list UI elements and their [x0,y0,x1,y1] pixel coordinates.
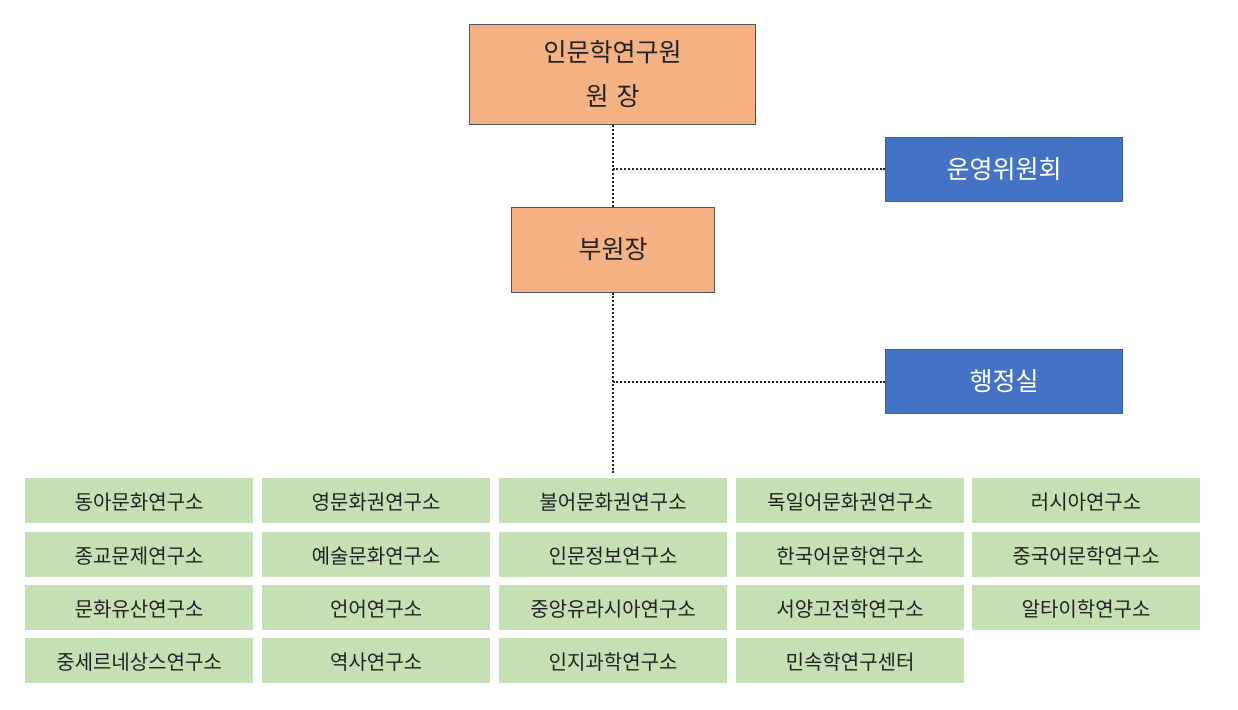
institute-label: 불어문화권연구소 [539,490,687,514]
institute-label: 동아문화연구소 [74,490,204,514]
institute-label: 러시아연구소 [1030,490,1142,514]
vice-director-box[interactable]: 부원장 [511,207,715,293]
institute-label: 예술문화연구소 [311,544,441,568]
institute-label: 종교문제연구소 [74,544,204,568]
institute-box[interactable]: 종교문제연구소 [25,532,253,577]
institute-box[interactable]: 중세르네상스연구소 [25,638,253,683]
institute-label: 역사연구소 [330,650,422,674]
institute-box[interactable]: 예술문화연구소 [262,532,490,577]
institute-label: 서양고전학연구소 [776,597,924,621]
institute-box[interactable]: 알타이학연구소 [972,585,1200,630]
institute-label: 독일어문화권연구소 [767,490,933,514]
institute-box[interactable]: 문화유산연구소 [25,585,253,630]
institute-label: 영문화권연구소 [311,490,441,514]
institute-box[interactable]: 인문정보연구소 [499,532,727,577]
vice-to-institutes-connector [612,293,614,473]
institute-box[interactable]: 영문화권연구소 [262,478,490,523]
institute-box[interactable]: 인지과학연구소 [499,638,727,683]
institute-label: 한국어문학연구소 [776,544,924,568]
admin-office-connector [613,381,885,383]
institute-box[interactable]: 중앙유라시아연구소 [499,585,727,630]
institute-box[interactable]: 중국어문학연구소 [972,532,1200,577]
institute-box[interactable]: 역사연구소 [262,638,490,683]
institute-label: 중국어문학연구소 [1012,544,1160,568]
admin-office-label: 행정실 [969,366,1039,396]
institute-label: 중세르네상스연구소 [56,650,222,674]
vice-director-label: 부원장 [578,235,648,264]
institute-label: 언어연구소 [330,597,422,621]
director-to-vice-connector [612,125,614,207]
admin-office-box[interactable]: 행정실 [885,349,1123,414]
institute-box[interactable]: 독일어문화권연구소 [736,478,964,523]
institute-box[interactable]: 서양고전학연구소 [736,585,964,630]
director-box[interactable]: 인문학연구원 원 장 [469,24,756,125]
institute-label: 민속학연구센터 [785,650,915,674]
institute-box[interactable]: 민속학연구센터 [736,638,964,683]
institute-box[interactable]: 언어연구소 [262,585,490,630]
institute-label: 중앙유라시아연구소 [530,597,696,621]
institute-box[interactable]: 동아문화연구소 [25,478,253,523]
director-role: 원 장 [585,81,640,111]
committee-box[interactable]: 운영위원회 [885,137,1123,202]
institute-label: 문화유산연구소 [74,597,204,621]
institute-label: 인지과학연구소 [548,650,678,674]
director-title: 인문학연구원 [543,37,682,67]
institute-box[interactable]: 러시아연구소 [972,478,1200,523]
institute-box[interactable]: 불어문화권연구소 [499,478,727,523]
institute-box[interactable]: 한국어문학연구소 [736,532,964,577]
committee-connector [613,168,885,170]
committee-label: 운영위원회 [946,154,1062,184]
institute-label: 알타이학연구소 [1021,597,1151,621]
institute-label: 인문정보연구소 [548,544,678,568]
